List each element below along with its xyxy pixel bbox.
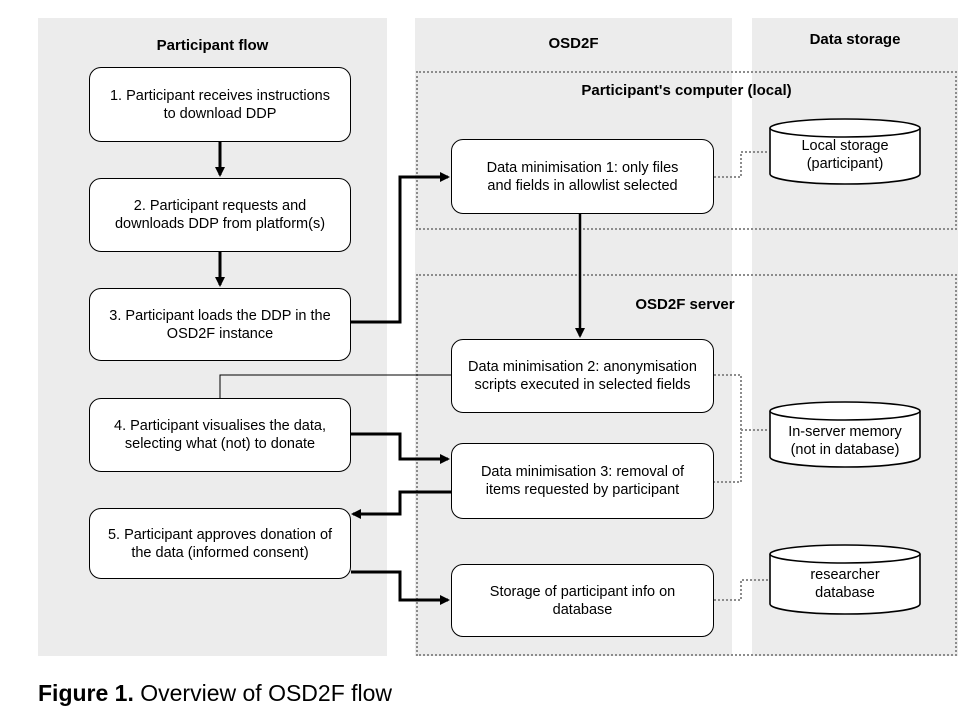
data-storage-heading: Data storage: [809, 31, 901, 48]
researcher-database-label: researcher database: [810, 567, 880, 601]
caption-text: Overview of OSD2F flow: [133, 680, 393, 706]
step-5-box: 5. Participant approves donation of the …: [89, 508, 351, 579]
figure-caption: Figure 1. Overview of OSD2F flow: [38, 680, 392, 707]
arrow-step4-to-dm3: [351, 432, 450, 464]
step-2-label: 2. Participant requests and downloads DD…: [114, 198, 326, 232]
step-4-label: 4. Participant visualises the data, sele…: [114, 418, 326, 452]
cylinder-icon: [769, 118, 921, 185]
cylinder-icon: [769, 401, 921, 468]
dotted-link-storage-database: [714, 579, 769, 601]
step-1-label: 1. Participant receives instructions to …: [109, 87, 330, 122]
storage-process-label: Storage of participant info on database: [489, 583, 676, 618]
cylinder-icon: [769, 544, 921, 615]
arrow-step3-to-dm1: [350, 172, 450, 324]
data-minimisation-2-box: Data minimisation 2: anonymisation scrip…: [451, 339, 714, 413]
storage-process-box: Storage of participant info on database: [451, 564, 714, 637]
dm3-label: Data minimisation 3: removal of items re…: [480, 464, 685, 498]
local-computer-region: [416, 71, 957, 230]
step-3-label: 3. Participant loads the DDP in the OSD2…: [109, 307, 331, 342]
server-region: [416, 274, 957, 656]
local-computer-title: Participant's computer (local): [581, 82, 792, 99]
in-server-memory-cylinder: In-server memory (not in database): [769, 401, 921, 469]
arrow-step5-to-storage: [351, 570, 450, 605]
step-4-box: 4. Participant visualises the data, sele…: [89, 398, 351, 472]
caption-label: Figure 1.: [38, 680, 134, 706]
dotted-link-dm1-local-storage: [714, 151, 769, 178]
step-3-box: 3. Participant loads the DDP in the OSD2…: [89, 288, 351, 361]
data-minimisation-3-box: Data minimisation 3: removal of items re…: [451, 443, 714, 519]
participant-flow-heading: Participant flow: [156, 37, 269, 54]
line-dm2-to-step4: [219, 374, 451, 398]
step-1-box: 1. Participant receives instructions to …: [89, 67, 351, 142]
data-minimisation-1-box: Data minimisation 1: only files and fiel…: [451, 139, 714, 214]
arrow-dm3-to-step5: [351, 490, 451, 519]
step-5-label: 5. Participant approves donation of the …: [107, 526, 333, 561]
osd2f-column: [415, 18, 732, 656]
dm1-label: Data minimisation 1: only files and fiel…: [486, 159, 679, 194]
local-storage-cylinder: Local storage (participant): [769, 118, 921, 186]
server-title: OSD2F server: [635, 296, 735, 313]
dotted-link-dm2-memory: [714, 374, 742, 483]
researcher-database-cylinder: researcher database: [769, 544, 921, 616]
osd2f-heading: OSD2F: [548, 35, 599, 52]
step-2-box: 2. Participant requests and downloads DD…: [89, 178, 351, 252]
local-storage-label: Local storage (participant): [801, 138, 889, 172]
dm2-label: Data minimisation 2: anonymisation scrip…: [468, 359, 697, 393]
in-server-memory-label: In-server memory (not in database): [788, 424, 902, 458]
